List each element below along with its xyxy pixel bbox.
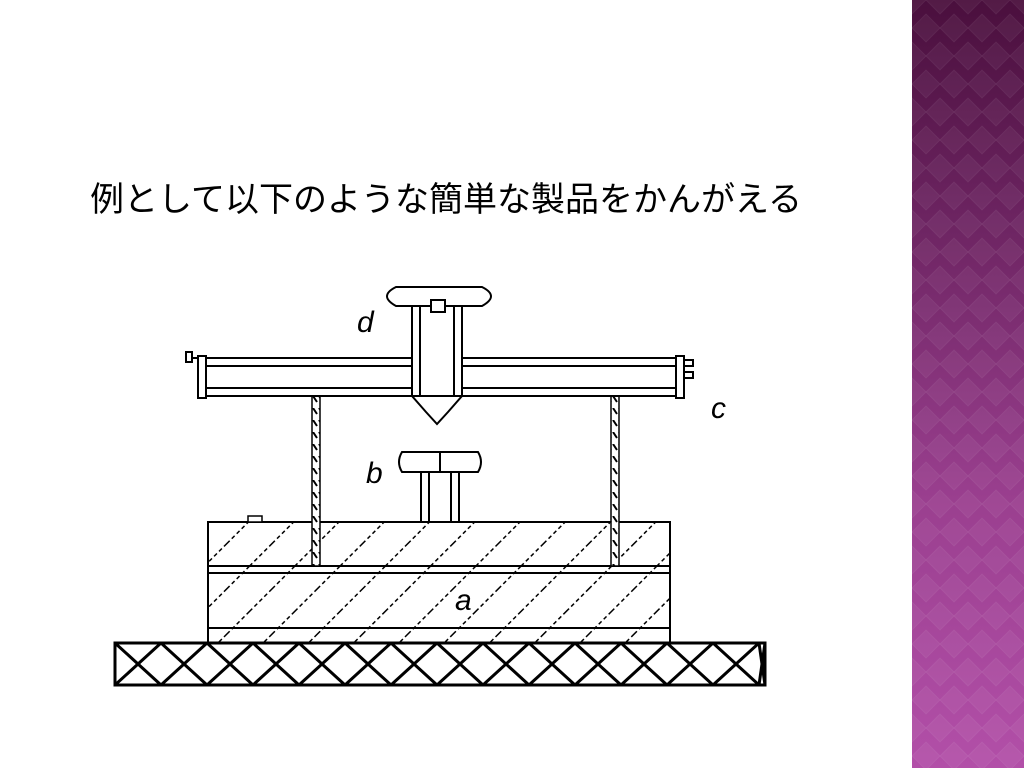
slide-title: 例として以下のような簡単な製品をかんがえる	[90, 180, 802, 220]
label-a: a	[455, 584, 472, 617]
decorative-side-band	[912, 0, 1024, 768]
screw-d	[386, 286, 492, 426]
label-c: c	[711, 392, 726, 425]
ground	[113, 641, 767, 687]
base-block-a	[207, 515, 671, 644]
diamond-pattern	[912, 0, 1024, 768]
bolt-b	[398, 451, 482, 523]
product-diagram: a b c d	[113, 286, 767, 687]
slide: 例として以下のような簡単な製品をかんがえる	[90, 180, 802, 687]
label-d: d	[357, 306, 375, 339]
label-b: b	[366, 457, 383, 490]
